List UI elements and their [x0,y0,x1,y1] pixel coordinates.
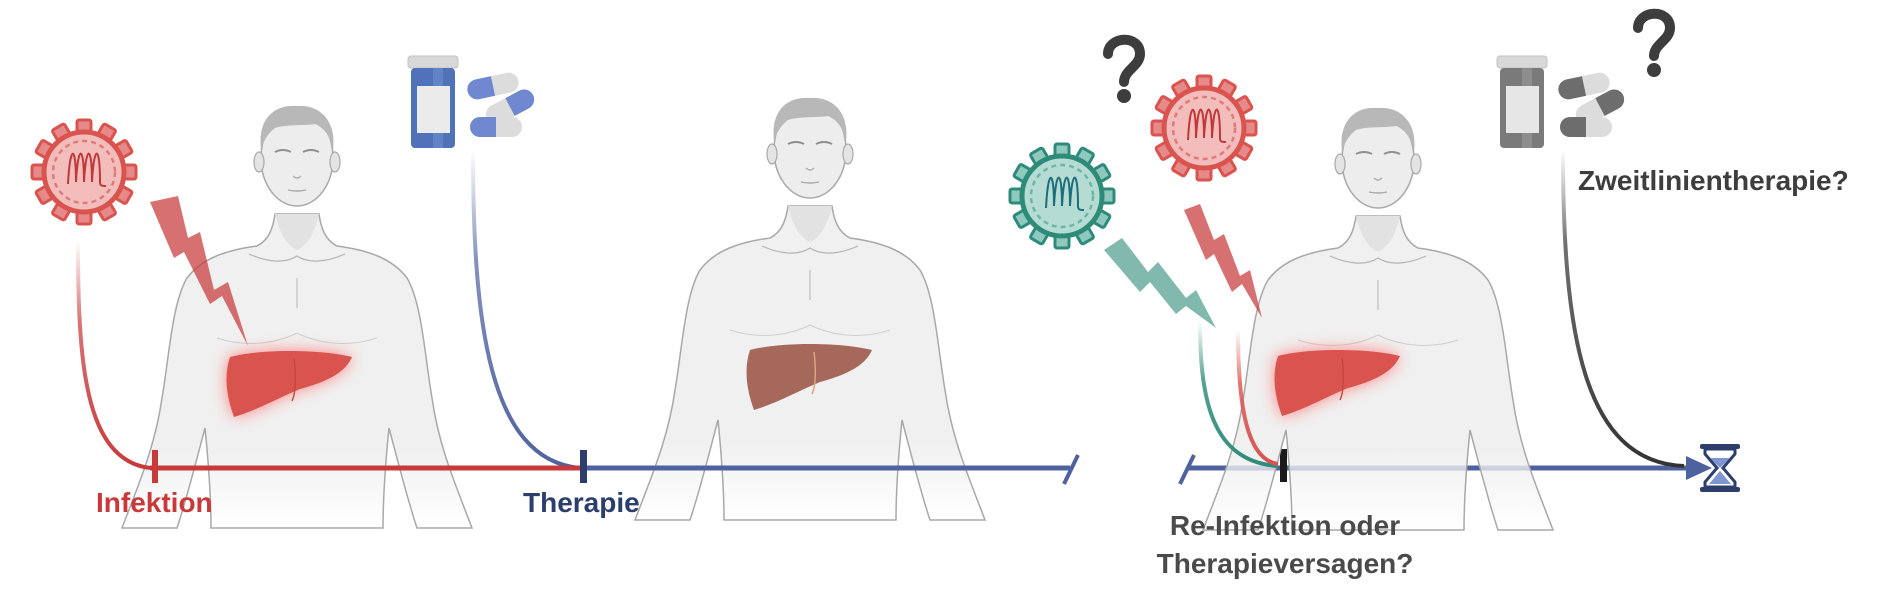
question-mark-icon [1638,14,1670,77]
therapy-connector-line [471,149,581,470]
grey-capsules-icon [1556,70,1628,137]
inflamed-liver-icon [1274,350,1400,416]
teal-lightning-arrow [1104,238,1216,328]
tick-infection [152,450,158,483]
infection-connector-line [76,241,151,470]
timeline-end-arrowhead [1686,456,1712,480]
human-body-figure [1202,106,1554,531]
red-connector-line [1236,329,1279,466]
human-body-figure [121,104,473,529]
pill-bottle-grey-icon [1496,55,1548,148]
red-lightning-arrow [1184,204,1262,318]
label-reinfection-line2: Therapieversagen? [1156,548,1414,579]
teal-virus-icon [1008,142,1116,250]
label-reinfection-line1: Re-Infektion oder [1169,510,1401,541]
pill-bottle-blue-icon [407,55,459,148]
healthy-liver-icon [746,344,872,410]
label-reinfection-or-failure: Re-Infektion oder Therapieversagen? [1135,507,1435,583]
label-therapy: Therapie [523,487,640,518]
panel-therapy [407,55,986,521]
tick-therapy [580,450,587,483]
panel-second-line [1496,14,1742,494]
label-infection: Infektion [96,487,213,518]
tick-reinfection [1280,449,1287,482]
panel-reinfection [1008,40,1554,531]
red-virus-icon [30,118,138,226]
question-mark-icon [1108,40,1140,103]
inflamed-liver-icon [226,351,352,417]
red-virus-icon [1150,74,1258,182]
blue-capsules-icon [465,70,538,137]
second-line-connector-line [1561,149,1685,468]
teal-connector-line [1198,321,1279,468]
human-body-figure [634,96,986,521]
panel-infection [30,104,473,529]
red-lightning-arrow [150,196,248,346]
label-second-line-therapy: Zweitlinientherapie? [1578,165,1849,196]
timeline-break-left [1178,454,1196,485]
timeline-break-right [1062,454,1080,485]
